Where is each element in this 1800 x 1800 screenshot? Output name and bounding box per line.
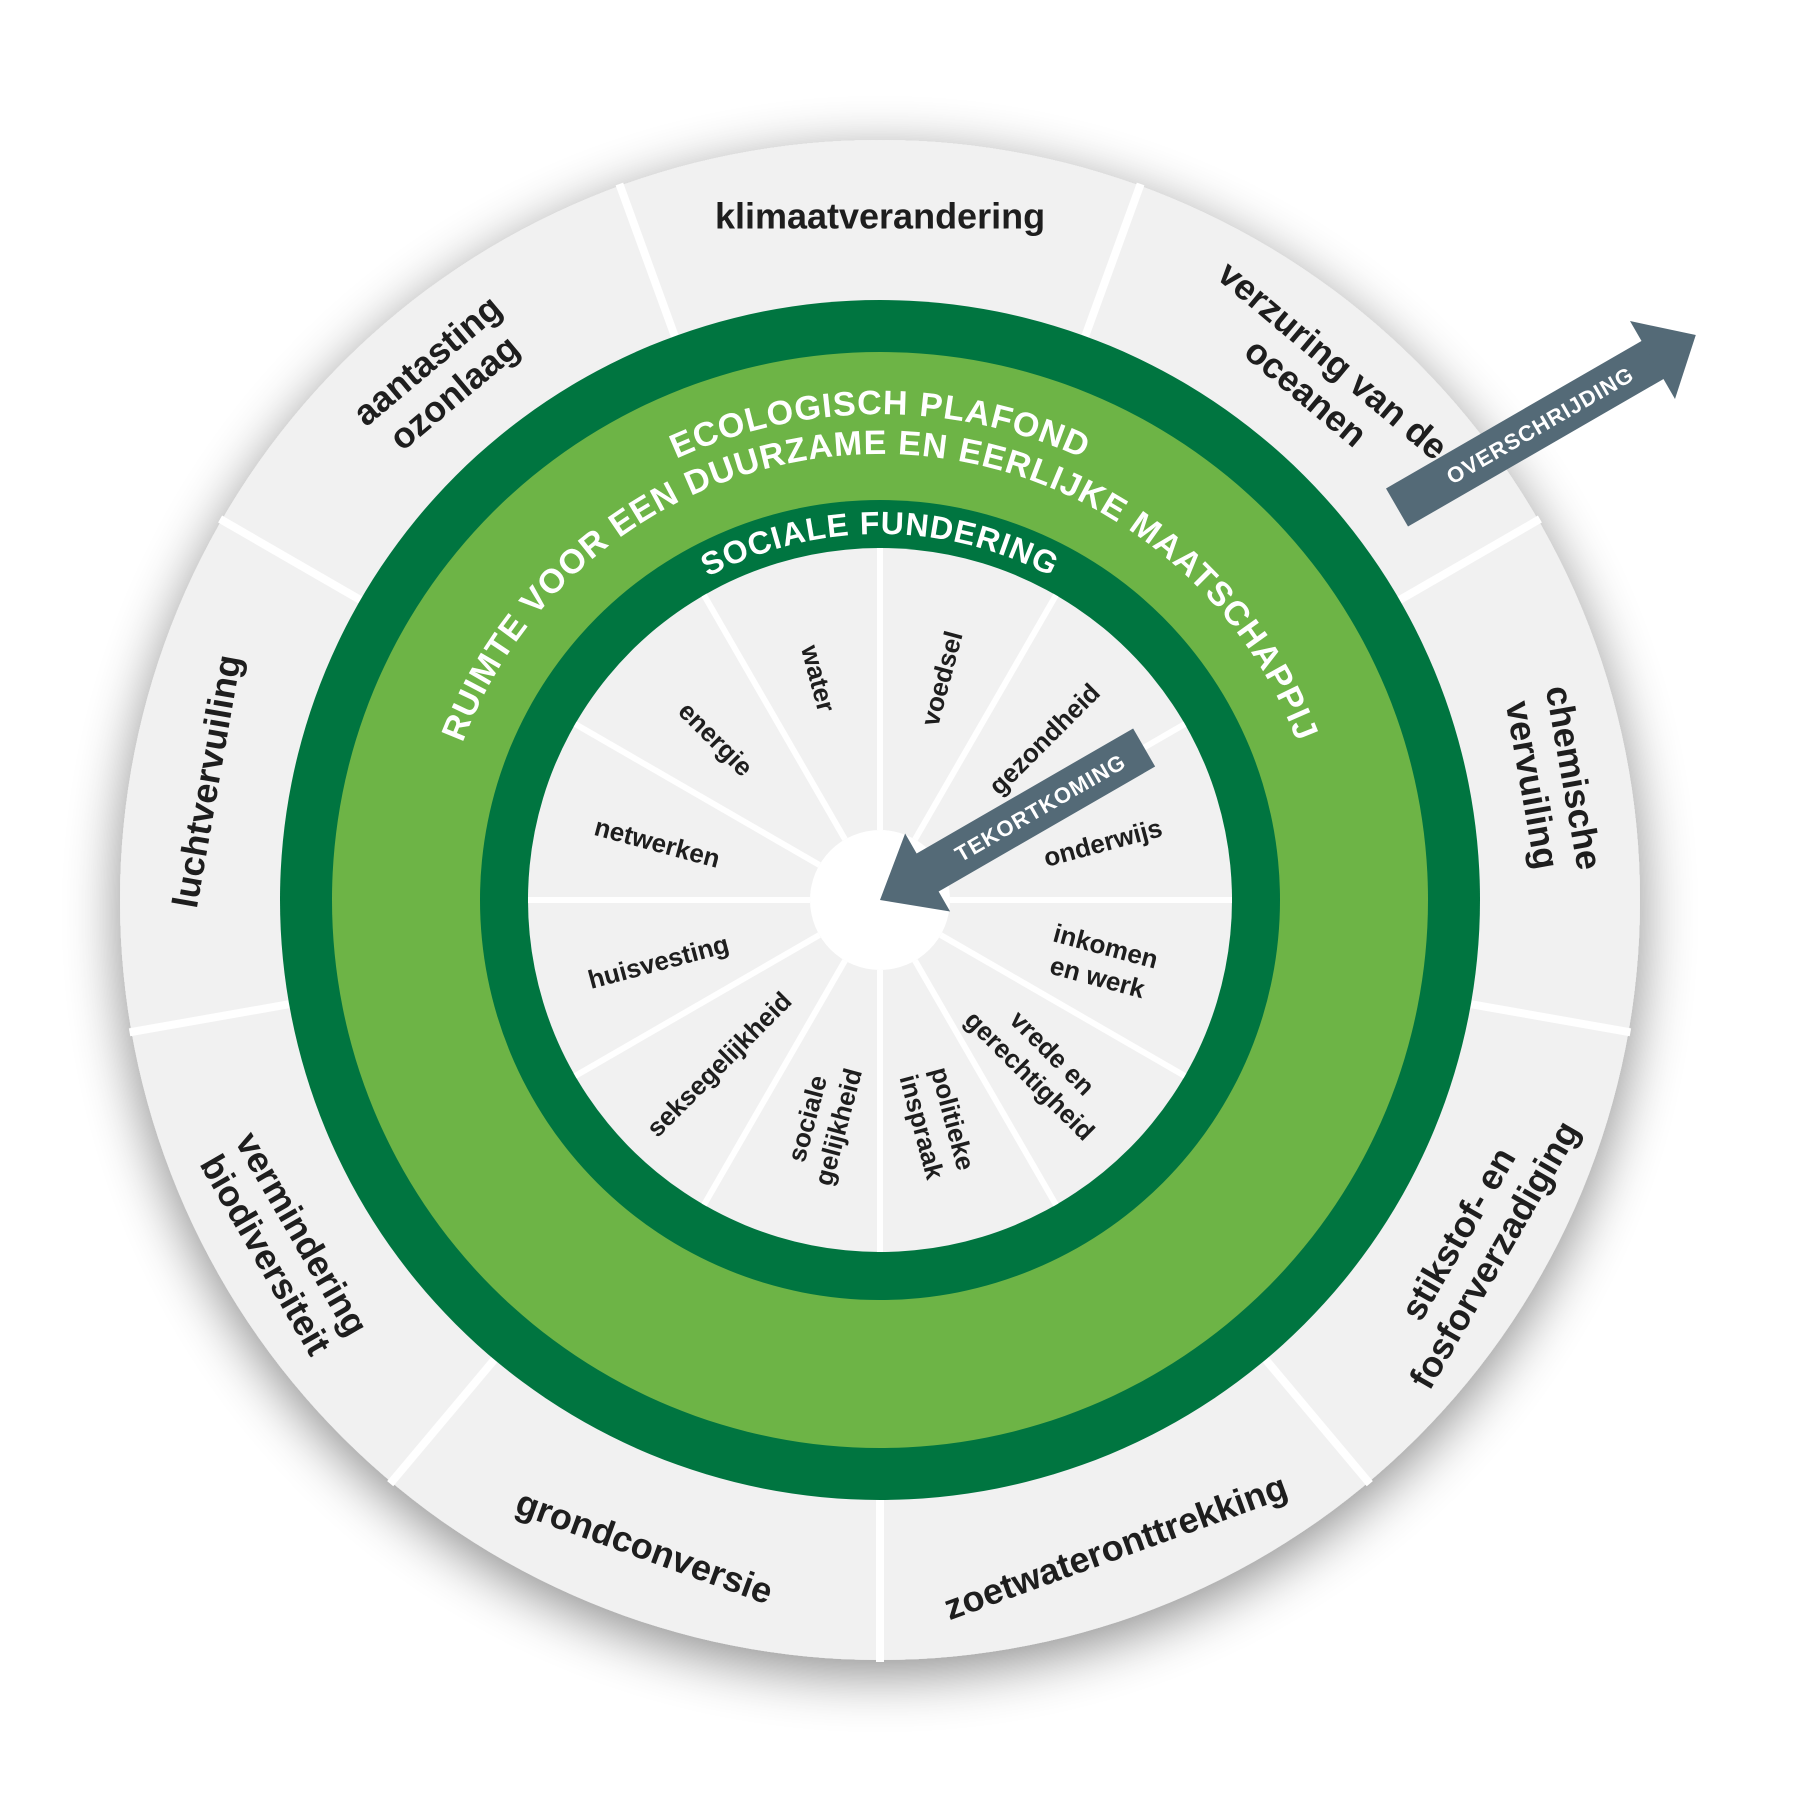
social-divider	[939, 932, 1187, 1079]
ecological-divider	[1397, 515, 1542, 604]
ecological-divider	[1081, 182, 1145, 338]
social-sectors	[528, 548, 1232, 1252]
ecological-divider	[1262, 1357, 1373, 1487]
label-klimaat: klimaatverandering	[715, 196, 1045, 237]
social-divider	[912, 593, 1059, 841]
social-divider	[701, 959, 848, 1207]
social-divider	[573, 932, 821, 1079]
social-divider	[701, 593, 848, 841]
social-divider	[573, 721, 821, 868]
social-divider	[912, 959, 1059, 1207]
ecological-divider	[1470, 1000, 1632, 1037]
ecological-divider	[387, 1357, 498, 1487]
ecological-divider	[615, 182, 679, 338]
ecological-sectors	[128, 182, 1632, 1662]
ecological-divider	[128, 1000, 290, 1037]
label-klimaat-line: klimaatverandering	[715, 196, 1045, 237]
ecological-divider	[218, 515, 363, 604]
